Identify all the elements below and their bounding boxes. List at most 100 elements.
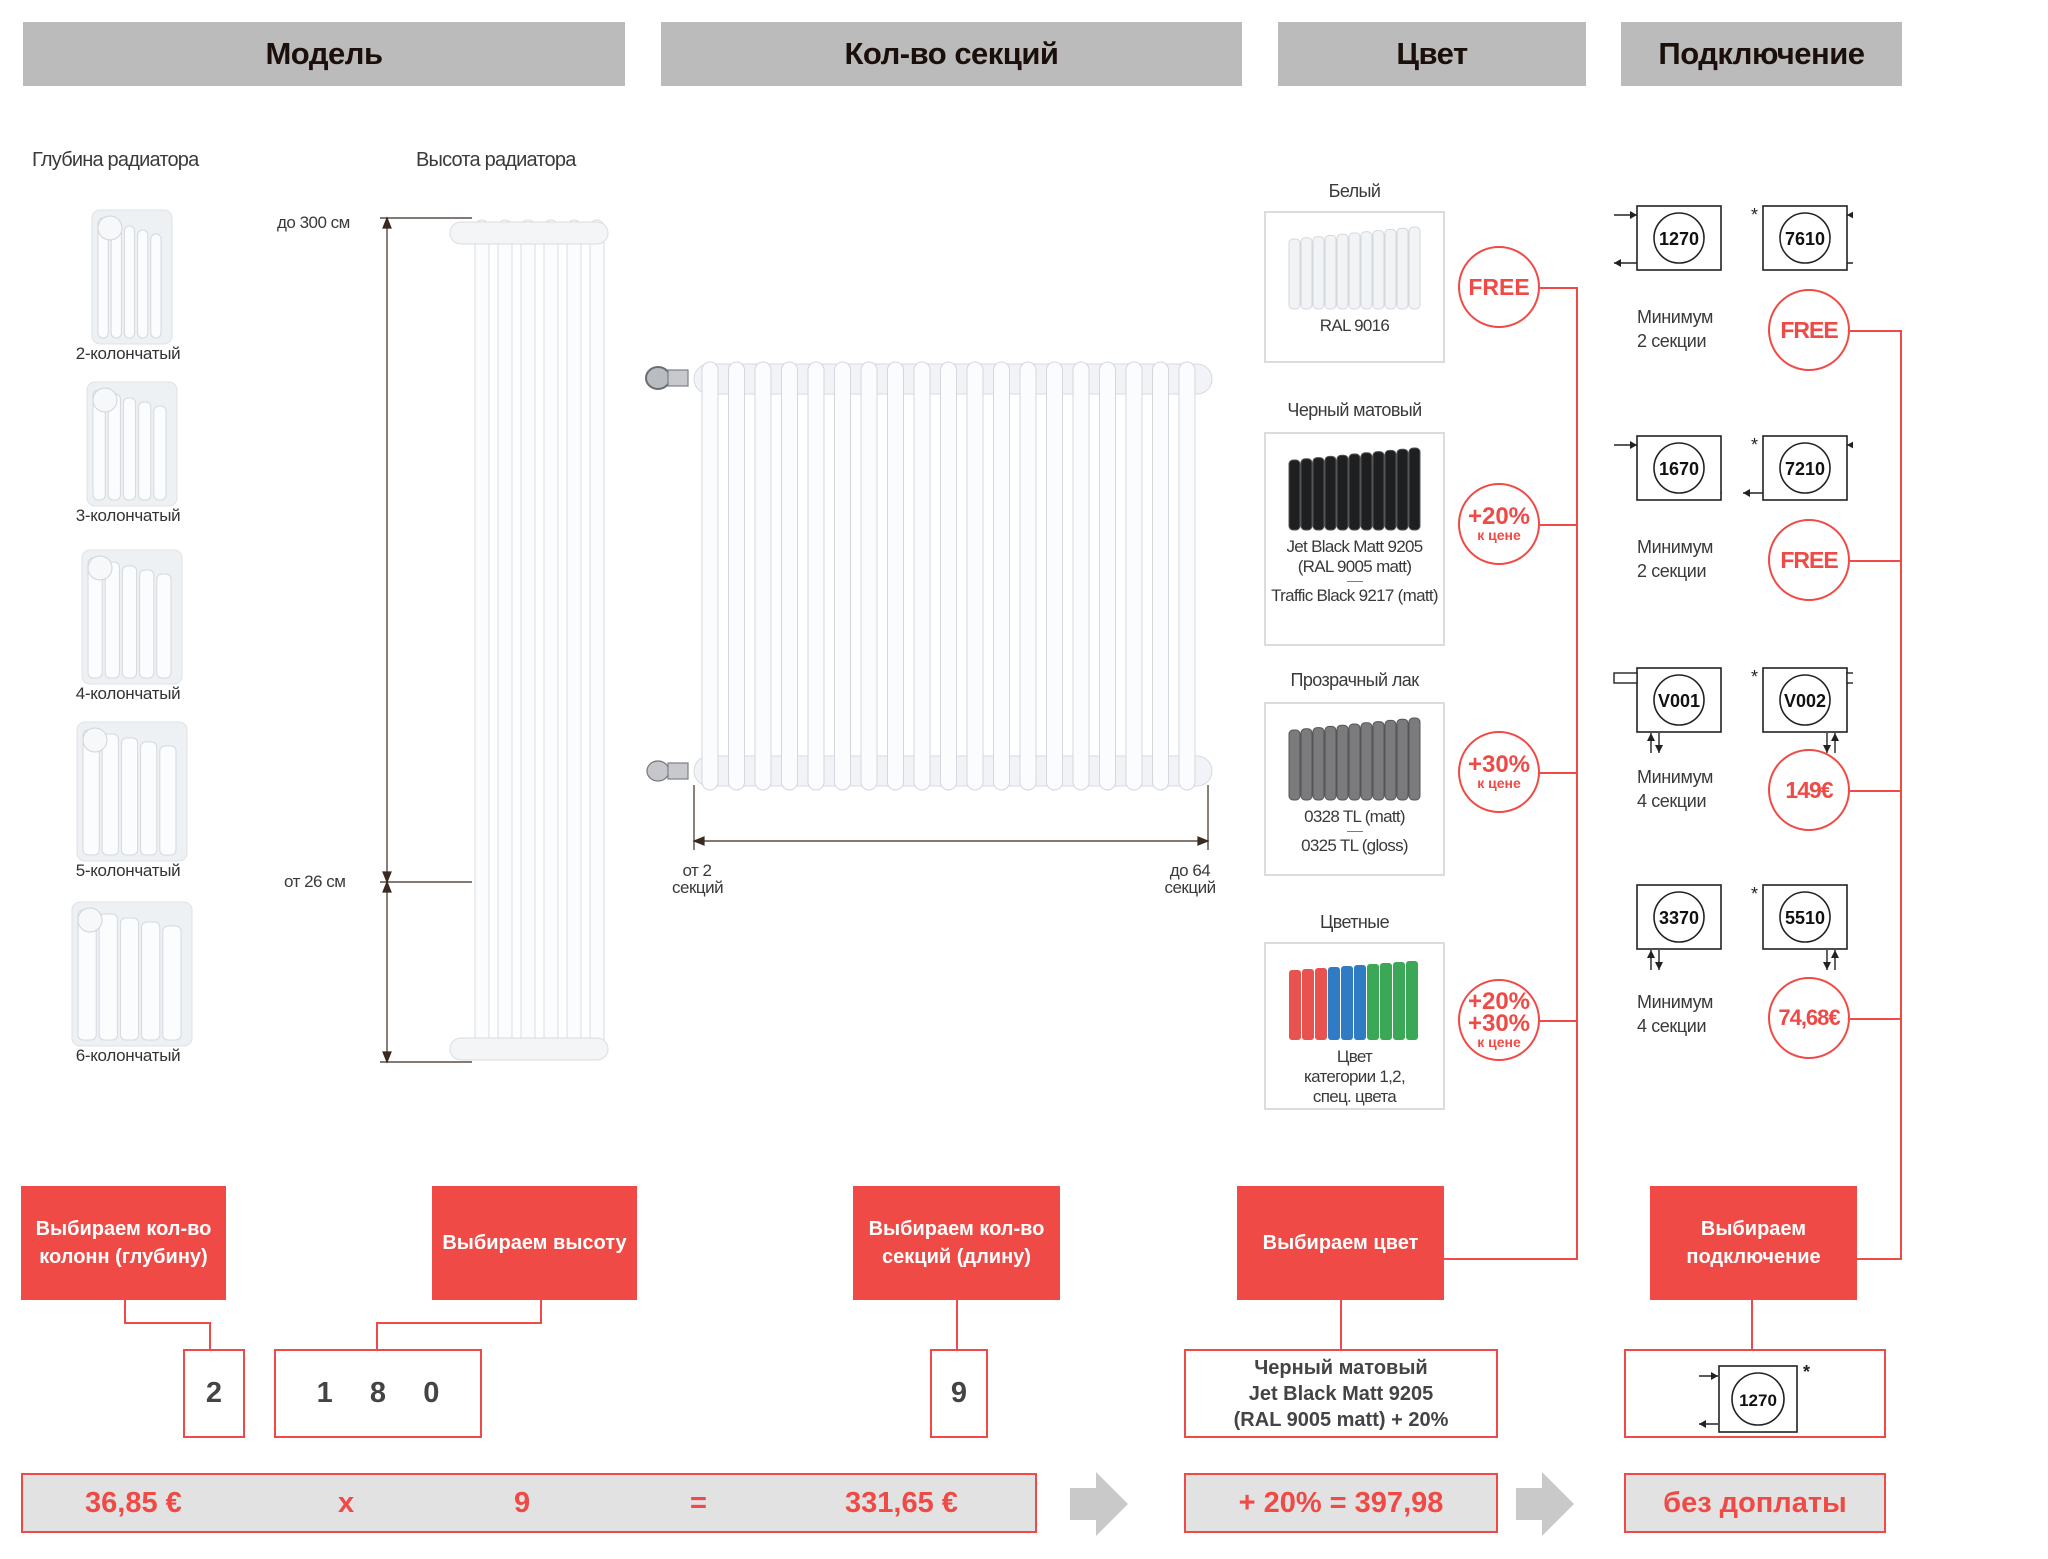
height-min-label: от 26 см [284,872,346,891]
color-price-badge: +20%к цене [1458,483,1540,565]
connection-code: 7210 [1785,459,1825,479]
radiator-tube [966,361,984,791]
radiator-tube [754,361,772,791]
header-model: Модель [23,22,625,86]
radiator-model-label: 6-колончатый [75,1046,181,1065]
color-code-line: спец. цвета [1312,1087,1397,1106]
color-code-line: (RAL 9005 matt) [1297,557,1412,576]
header-color: Цвет [1278,22,1586,86]
step-connectors [124,1300,1753,1349]
minimum-line: 2 секции [1637,561,1707,581]
header-sections: Кол-во секций [661,22,1242,86]
minimum-line: Минимум [1637,307,1713,327]
color-code-line: 0328 TL (matt) [1304,807,1405,826]
connection-diagram-icon[interactable]: 7210 * [1743,433,1853,533]
color-code-line: категории 1,2, [1304,1067,1406,1086]
badge-text: к цене [1477,775,1521,791]
unit-price: 36,85 € [85,1487,182,1519]
selected-depth-value: 2 [183,1349,245,1438]
connection-code: 3370 [1659,908,1699,928]
minimum-line: Минимум [1637,992,1713,1012]
color-code-line: Цвет [1336,1047,1373,1066]
height-digit: 8 [369,1377,387,1409]
badge-text: к цене [1477,1034,1521,1050]
valve-bottom-icon [646,760,689,782]
subtotal-price: 331,65 € [845,1487,958,1519]
height-digit: 1 [316,1377,333,1409]
color-price-badge: +20%+30%к цене [1458,979,1540,1061]
color-swatch-image [1288,961,1418,1040]
sections-max-unit: секций [1164,878,1216,897]
valve-top-icon [645,366,689,390]
radiator-model-image [81,549,183,685]
asterisk: * [1751,435,1758,455]
height-max-label: до 300 см [277,213,350,232]
connection-badge-connector [1850,330,1902,332]
color-code-line: Jet Black Matt 9205 [1286,537,1424,556]
minimum-line: Минимум [1637,537,1713,557]
badge-text: +20% [1467,503,1531,530]
divider [1346,831,1363,832]
radiator-tube [993,361,1010,791]
radiator-model-label: 3-колончатый [75,506,181,525]
arrow-right-icon [1516,1472,1574,1536]
connection-diagram-icon[interactable]: 3370* [1612,882,1722,982]
connection-diagram-icon[interactable]: V001* [1612,665,1722,765]
connection-diagram-icon: 1270 * [1699,1362,1810,1433]
color-option-card[interactable]: RAL 9016 [1264,211,1445,363]
selected-color-line: Черный матовый [1254,1356,1428,1379]
connection-diagram-icon[interactable]: 7610* [1743,203,1853,303]
connection-diagram-icon[interactable]: 1670* [1612,433,1722,533]
depth-label: Глубина радиатора [32,149,199,171]
connection-diagram-icon[interactable]: 1270* [1612,203,1722,303]
connection-diagram-icon[interactable]: 5510* [1743,882,1853,982]
connection-diagram-icon[interactable]: V002* [1743,665,1853,765]
radiator-header-bottom [449,1037,609,1061]
height-dimension-line [380,216,472,1064]
color-price-badge: FREE [1458,246,1540,328]
radiator-tube [474,219,490,1061]
vertical-radiator [380,216,609,1064]
radiator-tube [520,219,536,1061]
connection-badge-connector [1850,560,1902,562]
radiator-tube [807,361,825,791]
connection-total-bar: без доплаты [1624,1473,1886,1533]
radiator-tube [1019,361,1037,791]
radiator-tube [497,219,513,1061]
color-code-line: RAL 9016 [1319,316,1390,335]
connection-price-badge: FREE [1768,289,1850,371]
step-height: Выбираем высоту [432,1186,637,1300]
color-total-bar: + 20% = 397,98 [1184,1473,1498,1533]
height-digit: 0 [423,1377,440,1409]
color-swatch-image [1288,717,1420,801]
divider [1346,581,1363,582]
radiator-tube [589,219,605,1061]
color-code-line: Traffic Black 9217 (matt) [1271,586,1438,605]
color-option-card[interactable]: Jet Black Matt 9205(RAL 9005 matt) Traffi… [1264,432,1445,646]
color-option-title: Прозрачный лак [1290,670,1420,690]
connection-price-badge: 149€ [1768,749,1850,831]
color-option-card[interactable]: 0328 TL (matt)0325 TL (gloss) [1264,702,1445,876]
connection-code: 1670 [1659,459,1699,479]
radiator-model-label: 2-колончатый [75,344,181,363]
minimum-line: 2 секции [1637,331,1707,351]
connection-code: 1270 [1739,1391,1777,1410]
badge-text: FREE [1780,547,1838,573]
selected-height-value: 1 8 0 [274,1349,482,1438]
radiator-tube [887,361,904,791]
asterisk: * [1751,667,1758,687]
color-badge-connector [1540,524,1578,526]
equals-sign: = [690,1487,707,1519]
connection-price-badge: FREE [1768,519,1850,601]
selected-color-line: (RAL 9005 matt) + 20% [1233,1408,1449,1431]
color-badge-connector [1540,287,1578,289]
sections-min-unit: секций [672,878,724,897]
color-option-title: Белый [1328,181,1381,201]
selected-color-value: Черный матовый Jet Black Matt 9205 (RAL … [1184,1349,1498,1438]
connection-price-badge: 74,68€ [1768,977,1850,1059]
arrow-right-icon [1070,1472,1128,1536]
badge-text: +20% [1467,988,1531,1015]
